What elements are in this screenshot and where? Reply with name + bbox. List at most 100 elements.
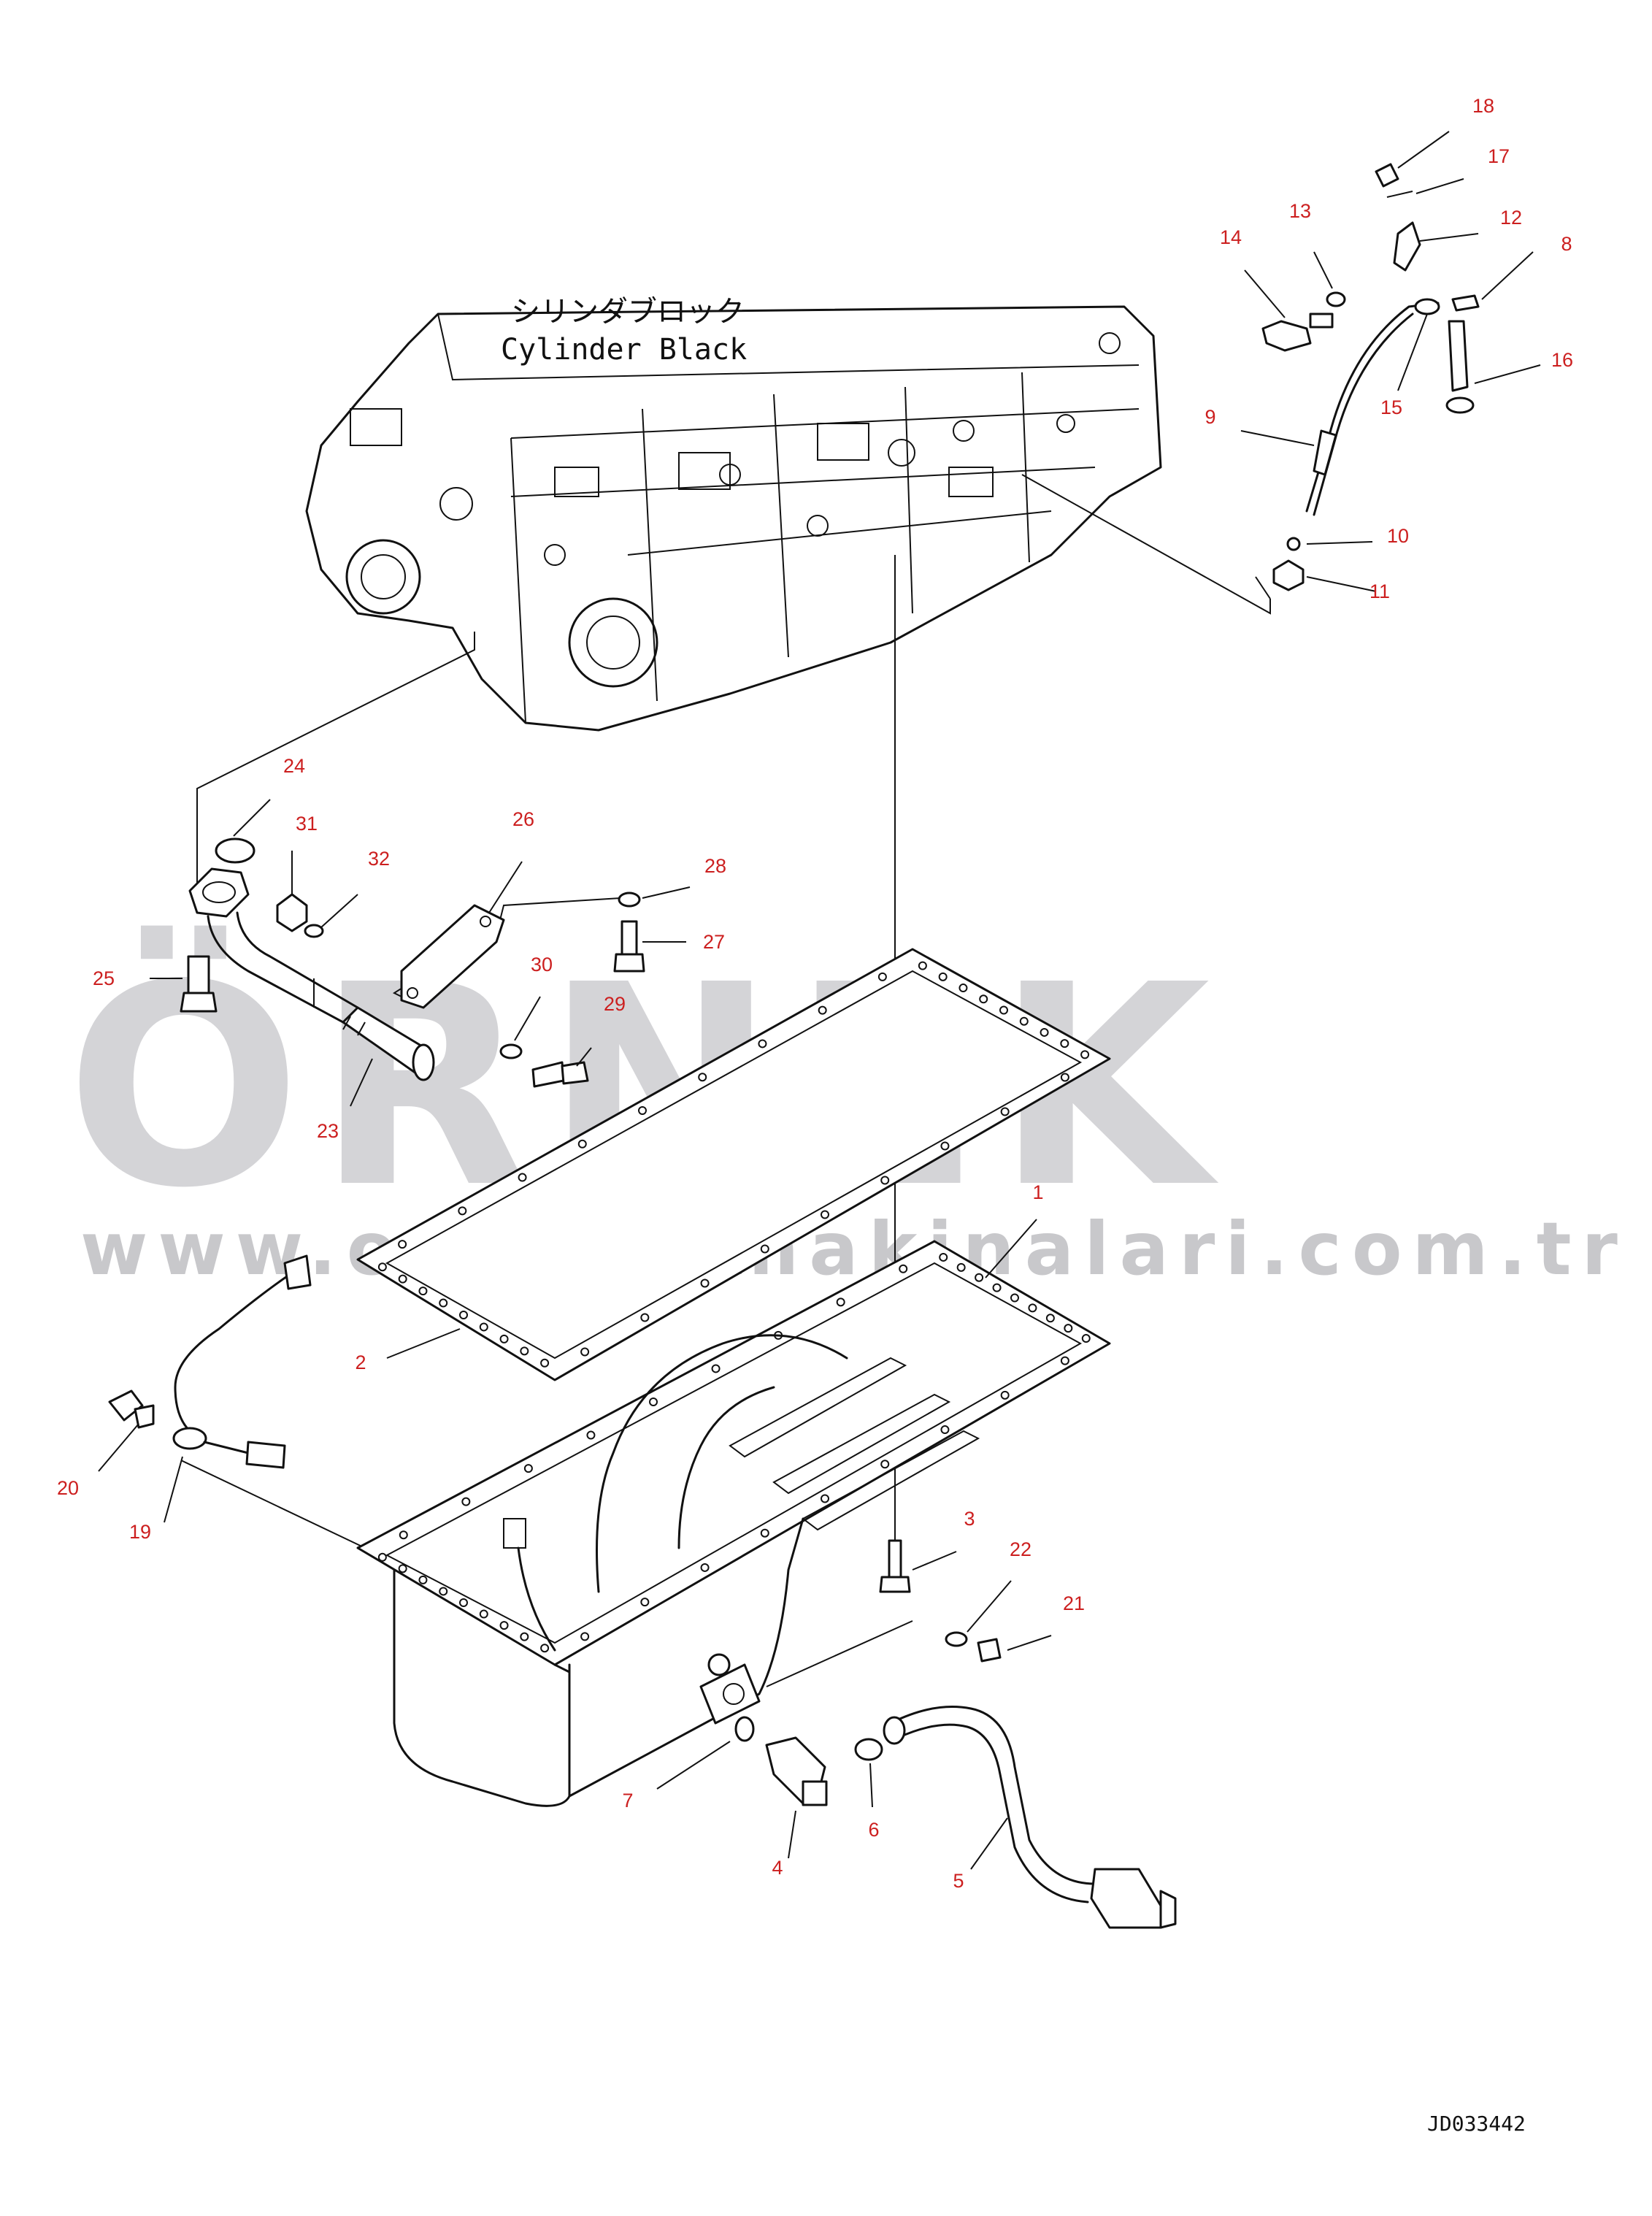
bolt-hole <box>1000 1107 1010 1116</box>
watermark-url: www.ornekismakinalari.com.tr <box>80 1206 1628 1292</box>
bolt-hole <box>760 1528 769 1538</box>
bolt-hole <box>520 1346 529 1356</box>
bolt-hole <box>939 1252 948 1262</box>
bolt-hole <box>649 1398 658 1406</box>
bolt-hole <box>836 1297 845 1307</box>
bolt-hole <box>523 1464 533 1473</box>
callout-28: 28 <box>704 855 726 877</box>
bolt-hole <box>1081 1334 1091 1343</box>
bolt-hole <box>398 1274 407 1284</box>
bolt-hole <box>918 961 927 970</box>
bolt-hole <box>979 994 988 1004</box>
bolt-hole <box>540 1358 550 1368</box>
callout-labels: 1 2 3 4 5 6 7 8 9 10 11 12 13 14 15 16 1… <box>57 95 1573 1892</box>
bolt-hole <box>992 1283 1002 1292</box>
bolt-hole <box>818 1005 827 1015</box>
callout-17: 17 <box>1488 145 1510 167</box>
callout-21: 21 <box>1063 1592 1085 1614</box>
bolt-hole <box>774 1330 783 1340</box>
bolt-hole <box>499 1621 509 1630</box>
callout-2: 2 <box>355 1352 366 1373</box>
callout-16: 16 <box>1551 349 1573 371</box>
bolt-hole <box>577 1139 587 1149</box>
bolt-hole <box>758 1039 767 1048</box>
bolt-hole <box>580 1347 590 1357</box>
bolt-hole <box>459 1598 468 1607</box>
bolt-hole <box>640 1313 650 1322</box>
bolt-hole <box>698 1073 707 1082</box>
bolt-hole <box>399 1530 408 1540</box>
suction-pipe <box>188 837 435 1081</box>
bolt-hole <box>398 1240 407 1249</box>
bolt-hole <box>499 1334 509 1343</box>
bolt-hole <box>520 1632 529 1641</box>
block-label-jp: シリンダブロック <box>511 295 745 329</box>
bolt-hole <box>1060 1039 1069 1048</box>
bolt-hole <box>1000 1390 1010 1400</box>
drawing-code: JD033442 <box>1427 2112 1526 2136</box>
callout-30: 30 <box>531 954 553 975</box>
callout-4: 4 <box>772 1857 783 1879</box>
callout-31: 31 <box>296 813 318 835</box>
callout-5: 5 <box>953 1870 964 1892</box>
bolt-hole <box>877 972 887 981</box>
bolt-hole <box>586 1430 596 1440</box>
callout-32: 32 <box>368 848 390 870</box>
cylinder-block: シリンダブロック Cylinder Black <box>305 295 1162 732</box>
bolt-hole <box>880 1176 890 1185</box>
callout-23: 23 <box>317 1120 339 1142</box>
bolt-hole <box>899 1264 908 1273</box>
bolt-hole <box>700 1563 710 1572</box>
bolt-hole <box>938 972 948 981</box>
bolt-hole <box>418 1575 428 1584</box>
bolt-hole <box>1045 1314 1055 1323</box>
bolt-hole <box>1028 1303 1037 1313</box>
bolt-hole <box>638 1106 647 1115</box>
callout-29: 29 <box>604 993 626 1015</box>
bolt-hole <box>1010 1293 1019 1303</box>
callout-19: 19 <box>129 1521 151 1543</box>
drain-parts <box>734 1706 1177 1929</box>
bolt-hole <box>1040 1027 1049 1037</box>
bolt-hole <box>1060 1356 1069 1365</box>
bolt-hole <box>940 1425 950 1435</box>
bolt-hole <box>821 1210 829 1219</box>
bolt-hole <box>700 1278 710 1288</box>
callout-24: 24 <box>283 755 305 777</box>
bolt-hole <box>479 1609 488 1619</box>
callout-25: 25 <box>93 967 115 989</box>
callout-27: 27 <box>703 931 725 953</box>
sensor-harness <box>172 1254 312 1469</box>
callout-9: 9 <box>1205 406 1215 428</box>
bolt-hole <box>999 1005 1008 1015</box>
fasteners <box>108 291 1346 1663</box>
bolt-hole <box>439 1298 448 1308</box>
bolt-hole <box>640 1598 650 1607</box>
bracket <box>400 904 505 1009</box>
callout-6: 6 <box>868 1819 879 1841</box>
callout-7: 7 <box>622 1790 633 1811</box>
callout-11: 11 <box>1369 580 1390 602</box>
callout-18: 18 <box>1472 95 1494 117</box>
oil-pan <box>356 1240 1111 1807</box>
bolt-hole <box>580 1632 590 1641</box>
callout-20: 20 <box>57 1477 79 1499</box>
block-label-en: Cylinder Black <box>501 333 747 367</box>
callout-12: 12 <box>1500 207 1522 229</box>
oil-pan-gasket <box>356 948 1111 1381</box>
callout-leaders <box>98 131 1541 1870</box>
bolt-hole <box>1064 1324 1073 1333</box>
bolt-hole <box>418 1287 428 1296</box>
bolt-hole <box>821 1494 829 1503</box>
bolt-hole <box>958 984 968 993</box>
bolt-hole <box>760 1244 769 1254</box>
bolt-hole <box>458 1206 467 1216</box>
callout-3: 3 <box>964 1508 975 1530</box>
callout-1: 1 <box>1032 1181 1043 1203</box>
bolt-hole <box>956 1262 966 1272</box>
bolt-hole <box>518 1173 527 1182</box>
bolt-hole <box>398 1564 407 1573</box>
bolt-hole <box>1080 1050 1090 1059</box>
callout-14: 14 <box>1220 226 1242 248</box>
